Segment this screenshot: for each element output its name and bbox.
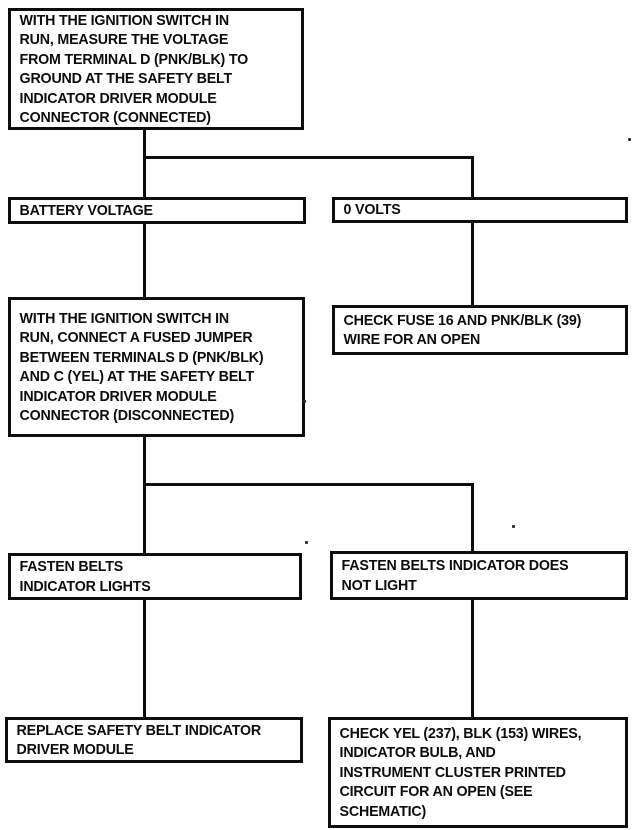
flow-box-zero-volts: 0 VOLTS: [332, 197, 628, 223]
flow-box-check-fuse: CHECK FUSE 16 AND PNK/BLK (39) WIRE FOR …: [332, 305, 628, 355]
flow-box-battery-voltage: BATTERY VOLTAGE: [8, 197, 306, 224]
flow-box-fused-jumper-text: WITH THE IGNITION SWITCH IN RUN, CONNECT…: [19, 309, 264, 425]
flow-box-indicator-does-not-light: FASTEN BELTS INDICATOR DOES NOT LIGHT: [330, 551, 628, 600]
connector-battery-voltage-to-jumper: [143, 224, 146, 297]
connector-zero-volts-to-check-fuse: [471, 223, 474, 305]
scan-speckle: [512, 525, 515, 528]
connector-step1-to-zero-volts: [471, 156, 474, 197]
connector-step1-to-battery-voltage: [143, 130, 146, 197]
flow-box-zero-volts-text: 0 VOLTS: [343, 201, 401, 219]
flow-box-check-wires-text: CHECK YEL (237), BLK (153) WIRES, INDICA…: [339, 724, 582, 820]
flow-box-replace-module: REPLACE SAFETY BELT INDICATOR DRIVER MOD…: [5, 717, 303, 763]
connector-jumper-to-indicator-lights: [143, 437, 146, 553]
connector-indicator-lights-to-replace: [143, 600, 146, 718]
scan-speckle: [628, 138, 631, 141]
flow-box-indicator-lights: FASTEN BELTS INDICATOR LIGHTS: [8, 553, 302, 600]
flow-box-measure-voltage-text: WITH THE IGNITION SWITCH IN RUN, MEASURE…: [19, 11, 249, 127]
flow-box-fused-jumper: WITH THE IGNITION SWITCH IN RUN, CONNECT…: [8, 297, 305, 437]
connector-branch-row1: [143, 156, 474, 159]
flow-box-measure-voltage: WITH THE IGNITION SWITCH IN RUN, MEASURE…: [8, 8, 304, 130]
flow-box-check-wires: CHECK YEL (237), BLK (153) WIRES, INDICA…: [328, 717, 628, 828]
connector-not-light-to-check-wires: [471, 600, 474, 718]
scan-speckle: [305, 541, 308, 544]
connector-jumper-to-indicator-not-light: [471, 483, 474, 551]
flow-box-check-fuse-text: CHECK FUSE 16 AND PNK/BLK (39) WIRE FOR …: [343, 311, 582, 349]
flow-box-battery-voltage-text: BATTERY VOLTAGE: [19, 201, 154, 219]
connector-branch-row3: [143, 483, 474, 486]
flow-box-indicator-lights-text: FASTEN BELTS INDICATOR LIGHTS: [19, 558, 151, 595]
scan-speckle: [303, 400, 306, 403]
flow-box-replace-module-text: REPLACE SAFETY BELT INDICATOR DRIVER MOD…: [16, 721, 262, 759]
flow-box-indicator-does-not-light-text: FASTEN BELTS INDICATOR DOES NOT LIGHT: [341, 557, 569, 594]
